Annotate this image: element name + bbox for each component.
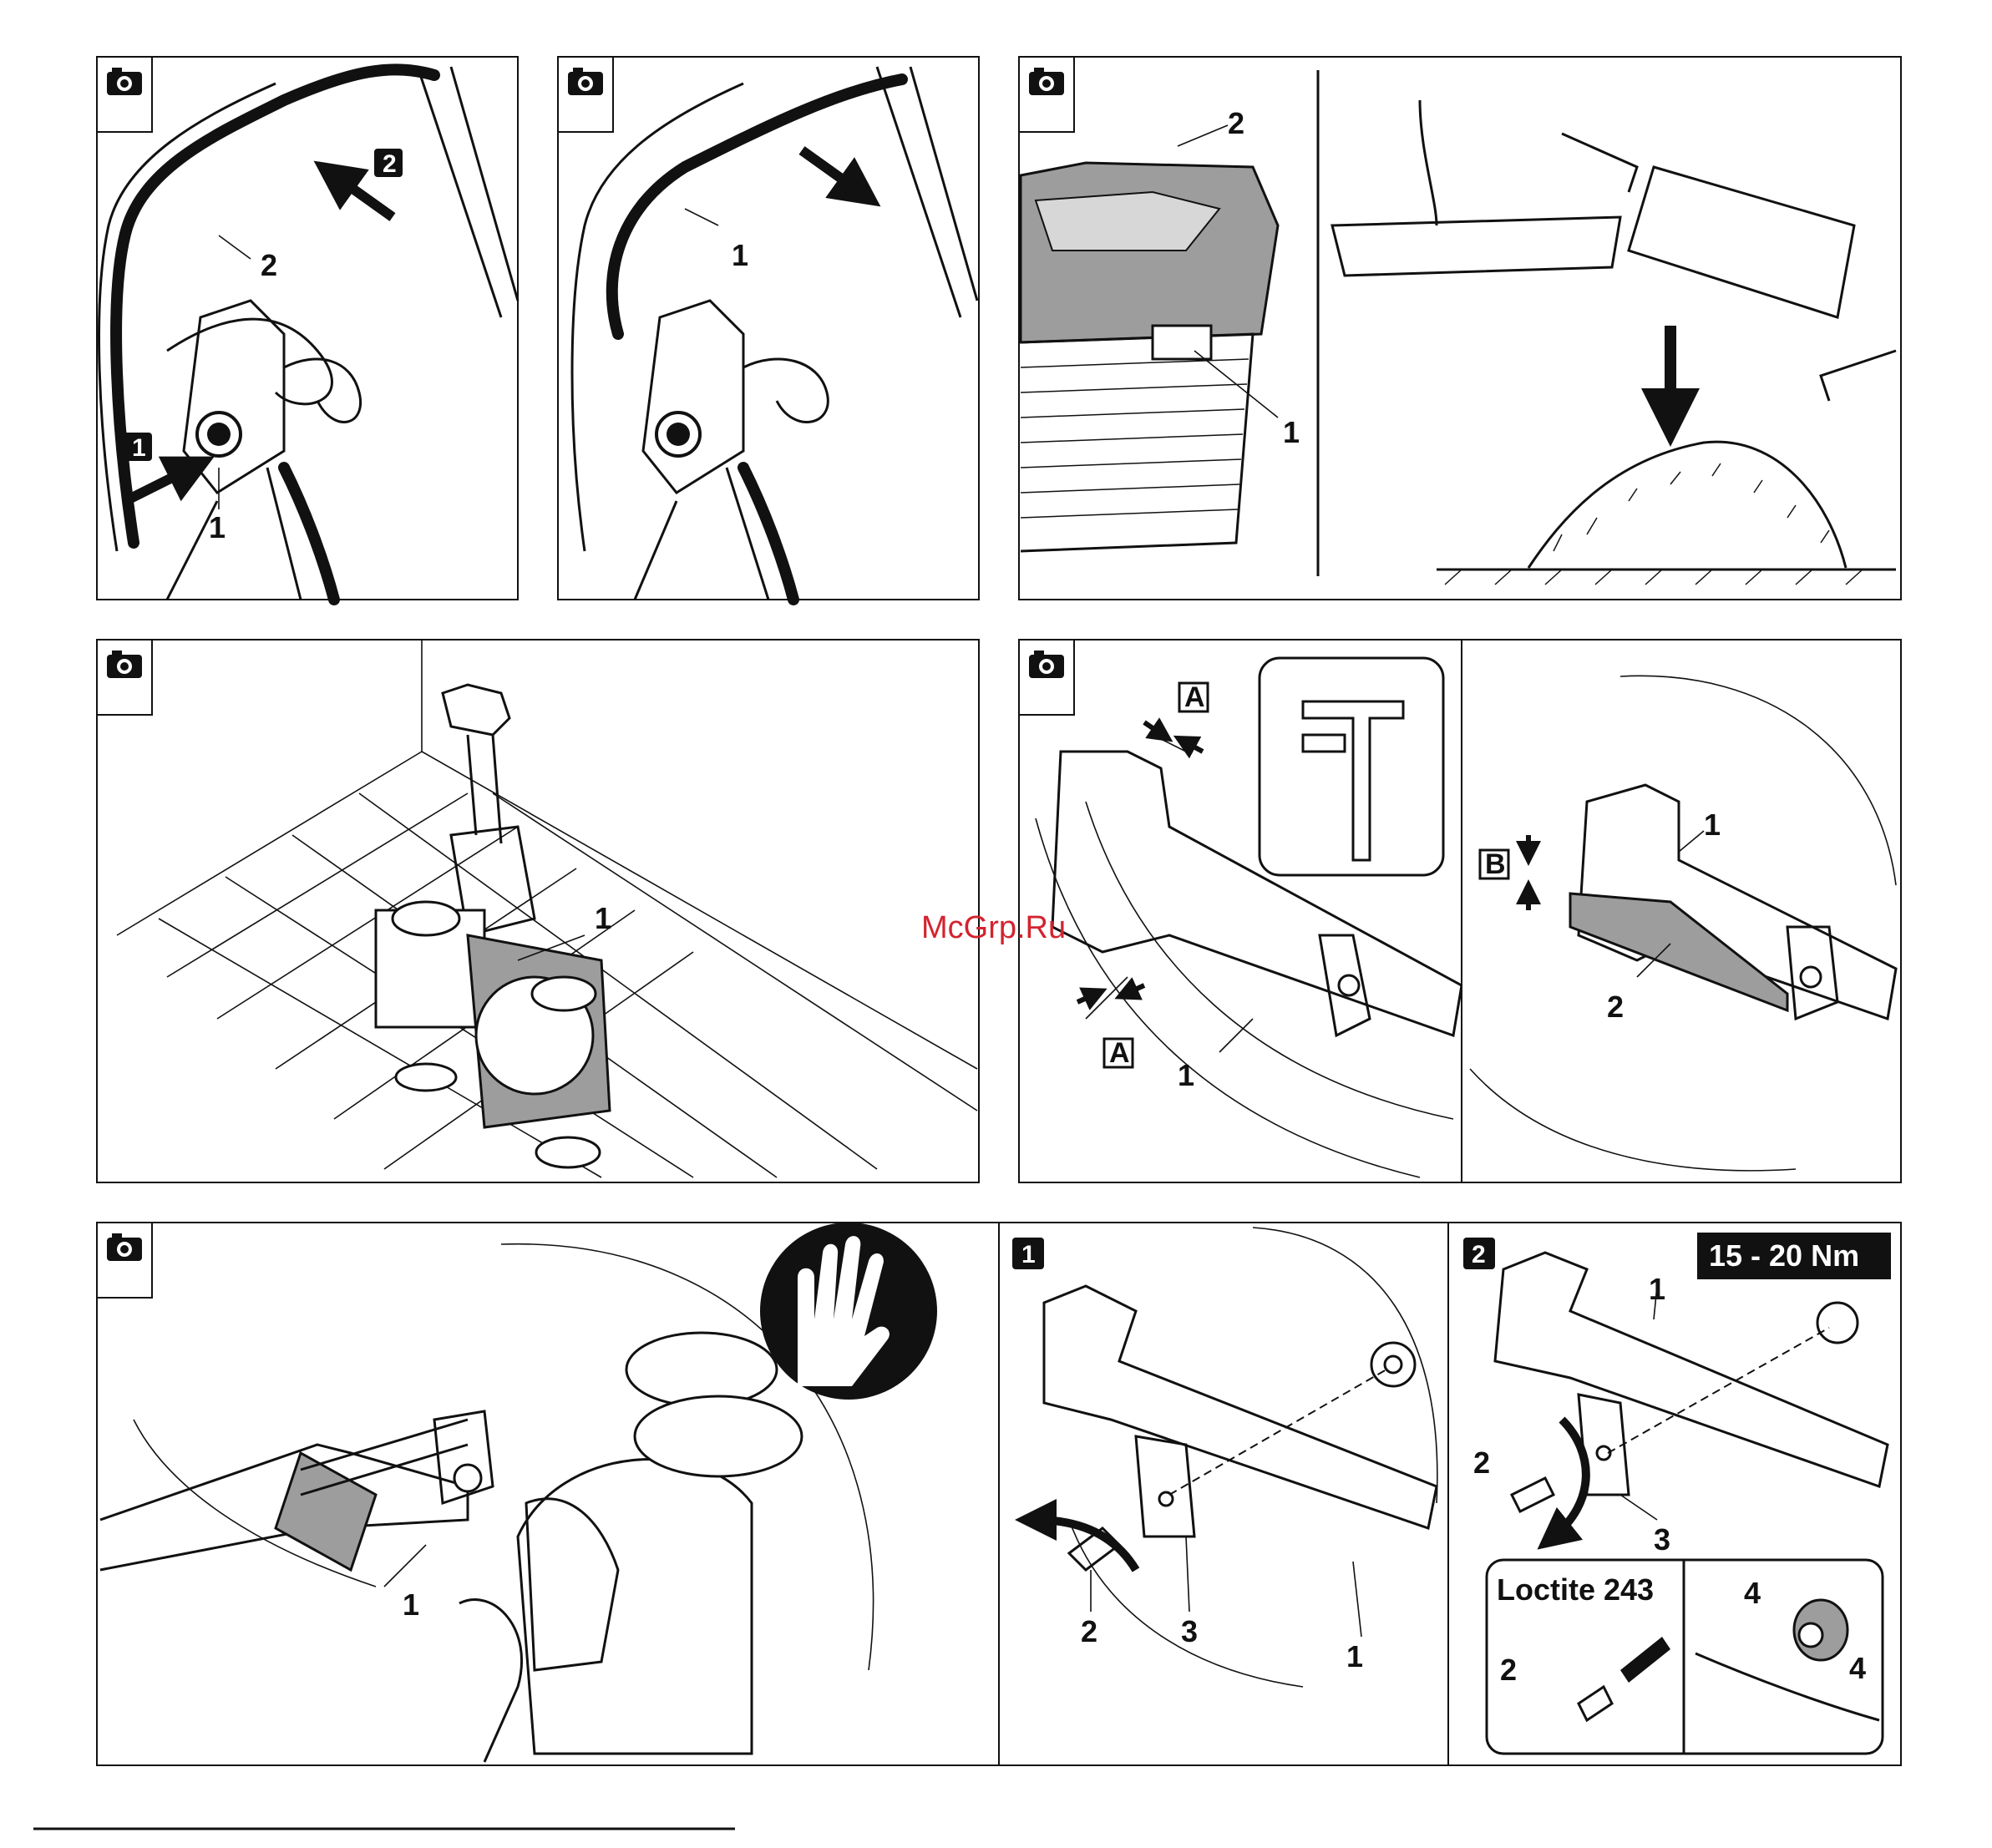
dimension-label: A [1184, 681, 1205, 713]
callout: 3 [1654, 1522, 1670, 1557]
callout: 3 [1181, 1614, 1198, 1648]
callout: 1 [209, 510, 226, 544]
panel-3: 2 1 [1019, 57, 1901, 600]
panel-9: 1 2 3 1 [999, 1223, 1448, 1765]
panel-2: 1 [558, 57, 979, 600]
camera-icon [97, 1223, 152, 1298]
loctite-label: Loctite 243 [1497, 1572, 1654, 1607]
step-badge: 1 [132, 434, 146, 462]
callout: 4 [1849, 1651, 1866, 1685]
camera-icon [558, 57, 613, 132]
callout: 1 [595, 901, 611, 935]
camera-icon [97, 57, 152, 132]
callout: 2 [1228, 106, 1244, 140]
torque-value: 15 - 20 Nm [1709, 1238, 1859, 1273]
camera-icon [1019, 640, 1074, 715]
callout: 2 [261, 248, 277, 282]
callout: 1 [732, 238, 748, 272]
callout: 1 [1649, 1272, 1665, 1306]
panel-1: 1 2 2 1 [97, 57, 518, 600]
panel-10: 2 15 - 20 Nm 1 2 3 Loctite 243 2 4 4 [1448, 1223, 1901, 1765]
callout: 4 [1744, 1576, 1761, 1610]
watermark: McGrp.Ru [921, 910, 1066, 945]
callout: 2 [1473, 1445, 1490, 1480]
step-badge: 2 [383, 150, 397, 178]
callout: 2 [1607, 990, 1624, 1024]
panel-6: A A 1 [1019, 640, 1462, 1182]
panel-8: 1 [97, 1223, 999, 1765]
panel-7: B 1 2 [1462, 640, 1901, 1182]
callout: 1 [1178, 1058, 1194, 1092]
camera-icon [1019, 57, 1074, 132]
dimension-label: A [1109, 1037, 1130, 1069]
step-badge: 2 [1472, 1241, 1486, 1268]
camera-icon [97, 640, 152, 715]
panel-5: 1 [97, 640, 979, 1182]
callout: 1 [1346, 1639, 1363, 1673]
callout: 2 [1081, 1614, 1097, 1648]
dimension-label: B [1485, 848, 1506, 880]
callout: 1 [403, 1587, 419, 1622]
callout: 1 [1283, 415, 1300, 449]
callout: 2 [1500, 1653, 1517, 1687]
step-badge: 1 [1021, 1241, 1036, 1268]
callout: 1 [1704, 808, 1721, 842]
